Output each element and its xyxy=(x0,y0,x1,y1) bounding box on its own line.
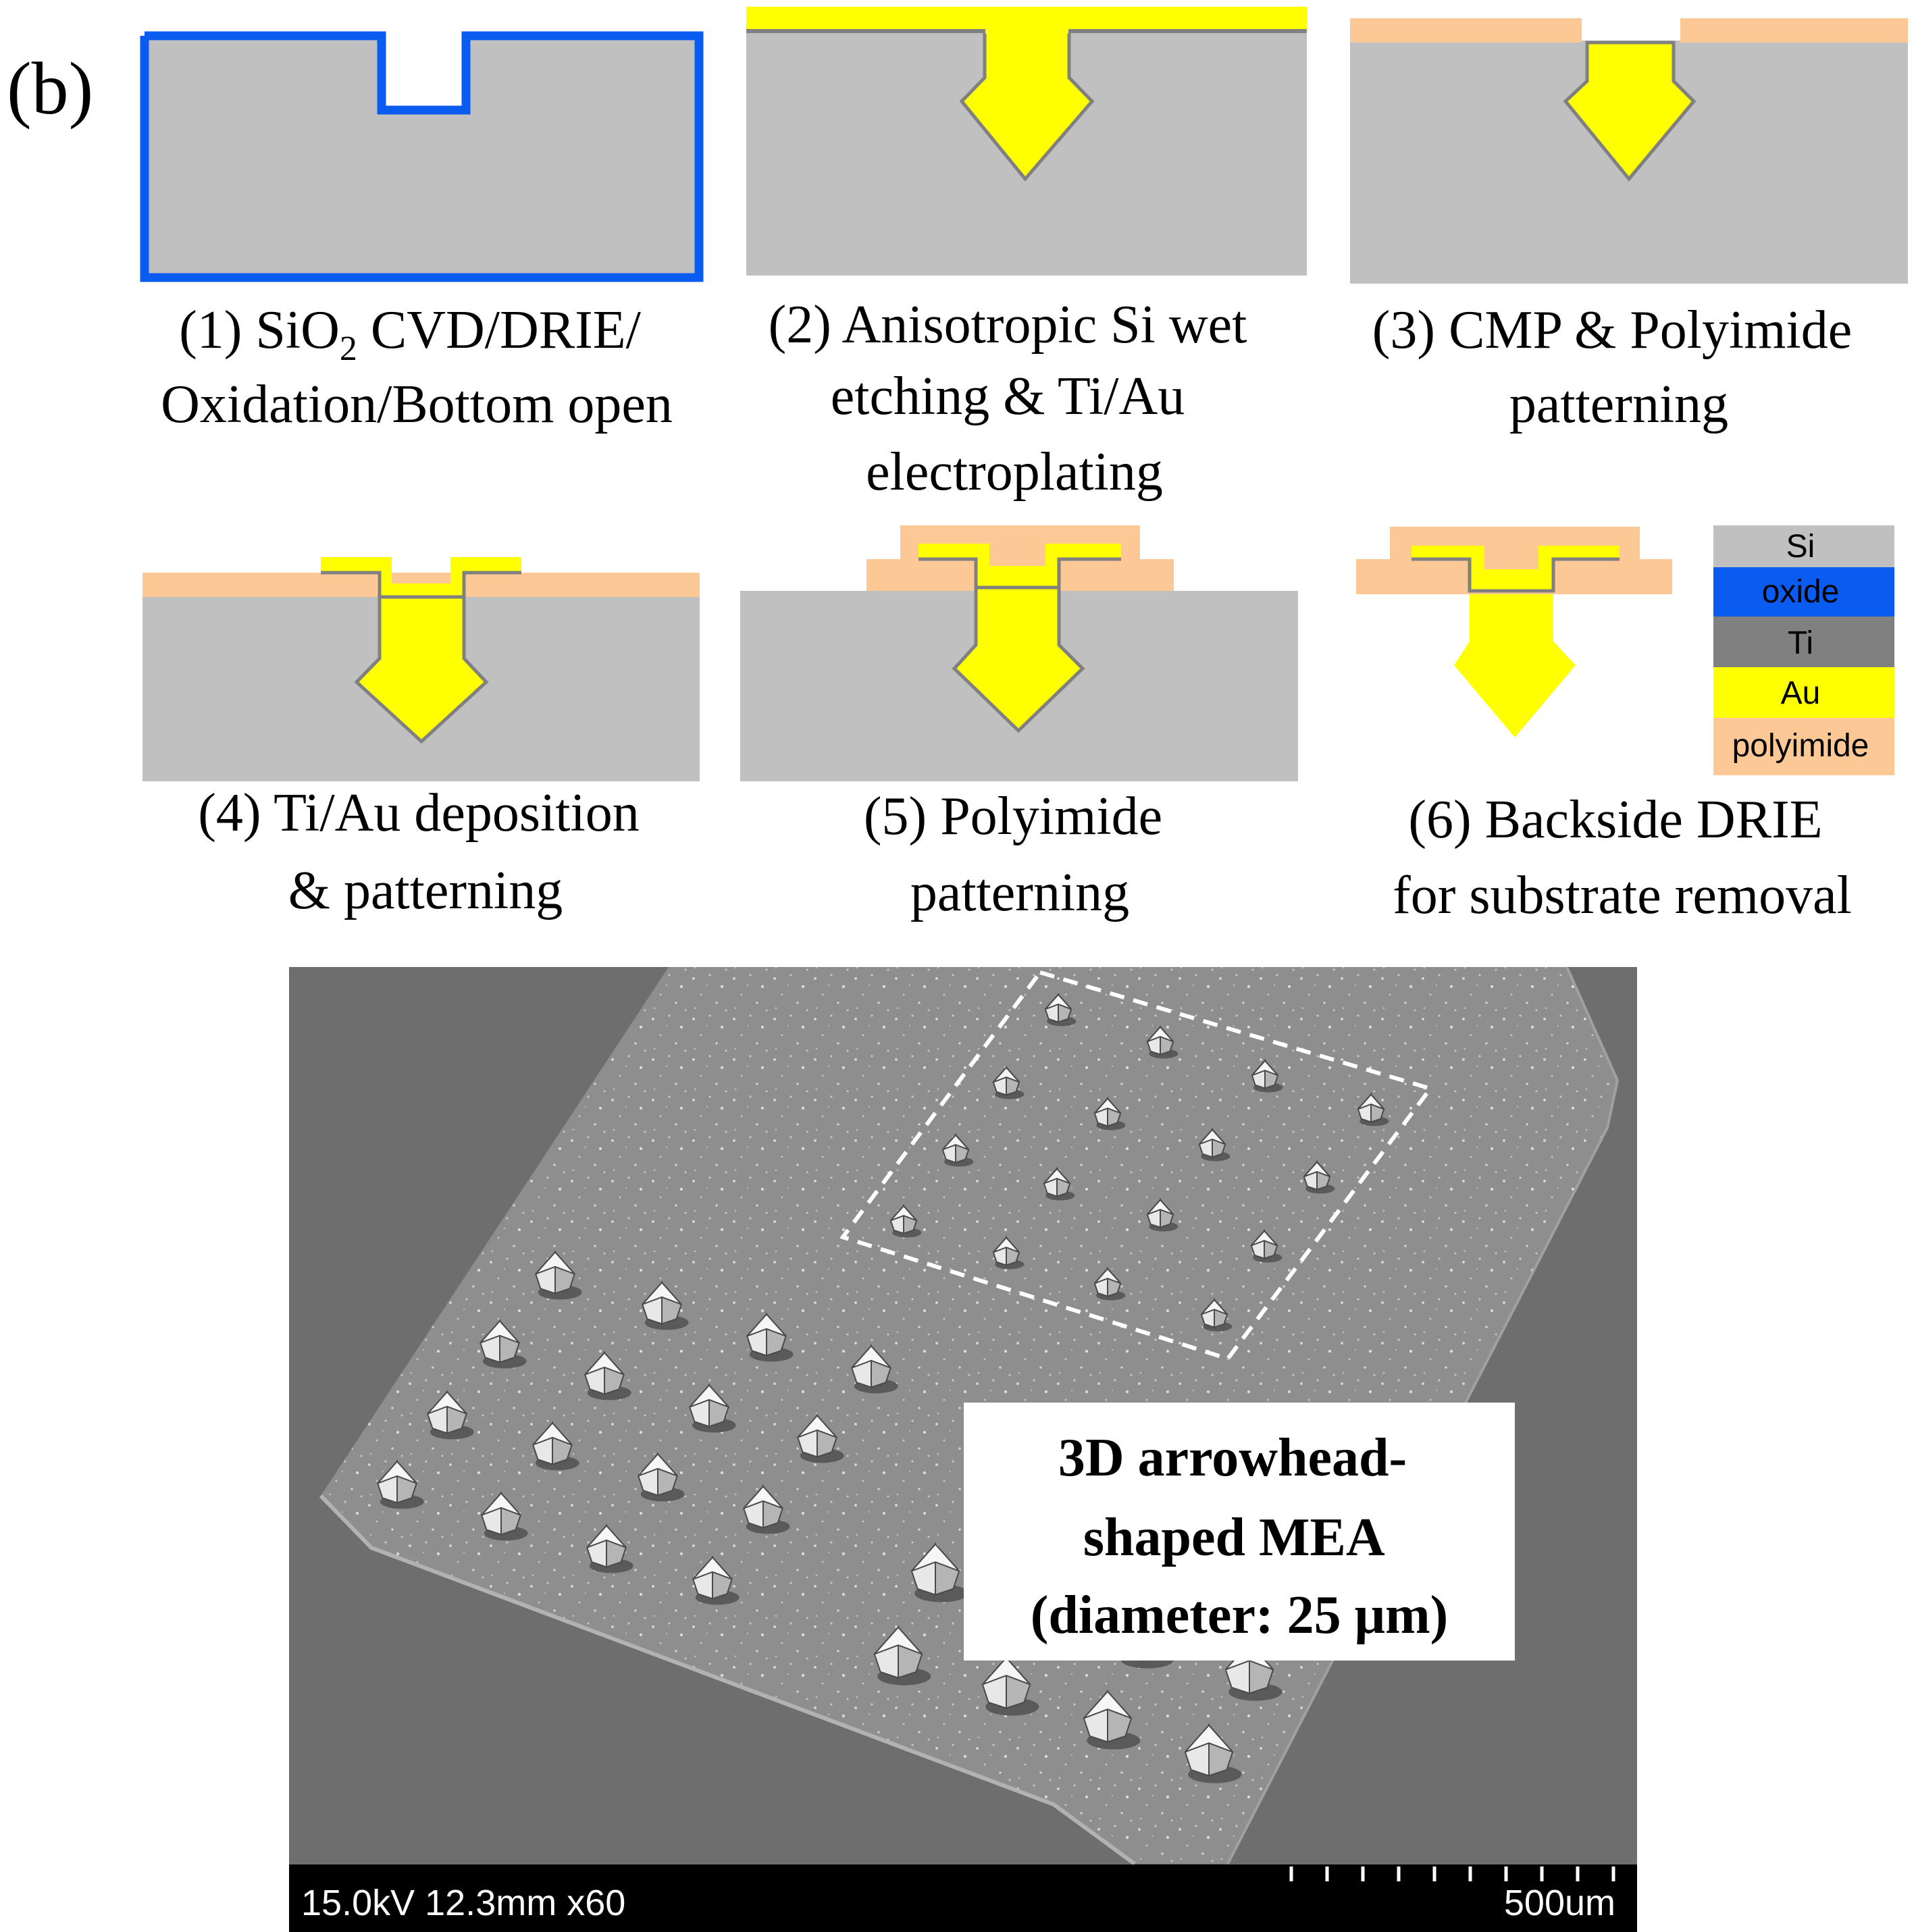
electrode-pyramid xyxy=(1043,1167,1075,1201)
legend-label-ti: Ti xyxy=(1788,625,1813,661)
legend-label-polyimide: polyimide xyxy=(1732,728,1869,764)
electrode-pyramid xyxy=(1357,1093,1389,1126)
electrode-pyramid xyxy=(642,1280,689,1330)
electrode-pyramid xyxy=(427,1390,474,1440)
electrode-pyramid xyxy=(1093,1267,1126,1301)
electrode-pyramid xyxy=(692,1555,740,1605)
legend: Si oxide Ti Au polyimide xyxy=(1713,525,1894,775)
step-3-diagram xyxy=(1350,18,1908,284)
annotation-text: 3D arrowhead- shaped MEA (diameter: 25 μ… xyxy=(1031,1428,1448,1645)
legend-swatch-polyimide xyxy=(1713,718,1894,775)
electrode-pyramid xyxy=(1146,1025,1179,1059)
electrode-pyramid xyxy=(689,1383,736,1433)
electrode-pyramid xyxy=(1303,1160,1335,1194)
electrode-pyramid xyxy=(992,1066,1025,1099)
electrode-pyramid xyxy=(941,1133,974,1167)
electrode-pyramid xyxy=(981,1656,1039,1716)
legend-swatch-ti xyxy=(1713,617,1894,667)
electrode-pyramid xyxy=(586,1523,633,1573)
scale-bar-label: 500um xyxy=(1504,1883,1615,1923)
electrode-pyramid xyxy=(1200,1298,1233,1332)
legend-label-oxide: oxide xyxy=(1762,574,1840,610)
electrode-pyramid xyxy=(746,1312,794,1362)
electrode-pyramid xyxy=(910,1542,968,1602)
step-2-caption: (2) Anisotropic Si wet etching & Ti/Au e… xyxy=(769,295,1261,502)
electrode-pyramid xyxy=(797,1413,844,1463)
electrode-pyramid xyxy=(992,1236,1025,1270)
electrode-pyramid xyxy=(889,1204,922,1238)
annotation-box xyxy=(964,1403,1515,1661)
electrode-pyramid xyxy=(1083,1690,1141,1750)
electrode-pyramid xyxy=(535,1250,582,1300)
dense-electrode-array xyxy=(889,993,1389,1332)
electrode-pyramid xyxy=(1198,1128,1231,1161)
electrode-pyramid xyxy=(1044,993,1077,1026)
step-1-caption: (1) SiO2 CVD/DRIE/ Oxidation/Bottom open xyxy=(161,301,673,434)
electrode-pyramid xyxy=(1250,1229,1283,1263)
step-1-diagram xyxy=(140,31,704,282)
sem-info-bar xyxy=(289,1864,1637,1932)
highlight-region-box xyxy=(839,970,1434,1361)
electrode-pyramid xyxy=(377,1459,424,1509)
step-5-caption: (5) Polyimide patterning xyxy=(864,787,1176,922)
sem-info-text: 15.0kV 12.3mm x60 xyxy=(301,1883,625,1923)
legend-label-au: Au xyxy=(1781,675,1821,711)
step-4-caption: (4) Ti/Au deposition & patterning xyxy=(198,783,652,920)
legend-swatch-oxide xyxy=(1713,567,1894,617)
electrode-pyramid xyxy=(532,1421,579,1471)
electrode-pyramid xyxy=(481,1491,528,1541)
electrode-pyramid xyxy=(851,1344,898,1394)
step-2-diagram xyxy=(746,7,1307,276)
sem-image: 3D arrowhead- shaped MEA (diameter: 25 μ… xyxy=(289,966,1637,1932)
legend-swatch-si xyxy=(1713,525,1894,567)
electrode-pyramid xyxy=(743,1484,790,1534)
legend-label-si: Si xyxy=(1786,529,1815,565)
scale-bar-ticks xyxy=(1289,1866,1615,1881)
electrode-pyramid xyxy=(480,1319,527,1369)
panel-label: (b) xyxy=(7,47,93,130)
electrode-pyramid xyxy=(638,1452,685,1502)
step-6-diagram xyxy=(1356,527,1672,737)
electrode-pyramid xyxy=(1093,1097,1126,1130)
electrode-pyramid xyxy=(1251,1059,1283,1093)
electrode-pyramid xyxy=(1184,1723,1242,1783)
step-3-caption: (3) CMP & Polyimide patterning xyxy=(1372,301,1865,434)
step-5-diagram xyxy=(740,525,1298,781)
electrode-pyramid xyxy=(1146,1198,1179,1232)
legend-swatch-au xyxy=(1713,667,1894,718)
electrode-pyramid xyxy=(873,1625,931,1686)
step-6-caption: (6) Backside DRIE for substrate removal xyxy=(1393,790,1852,925)
electrode-pyramid xyxy=(584,1351,631,1401)
step-4-diagram xyxy=(143,557,700,781)
left-electrode-array xyxy=(377,1250,898,1605)
